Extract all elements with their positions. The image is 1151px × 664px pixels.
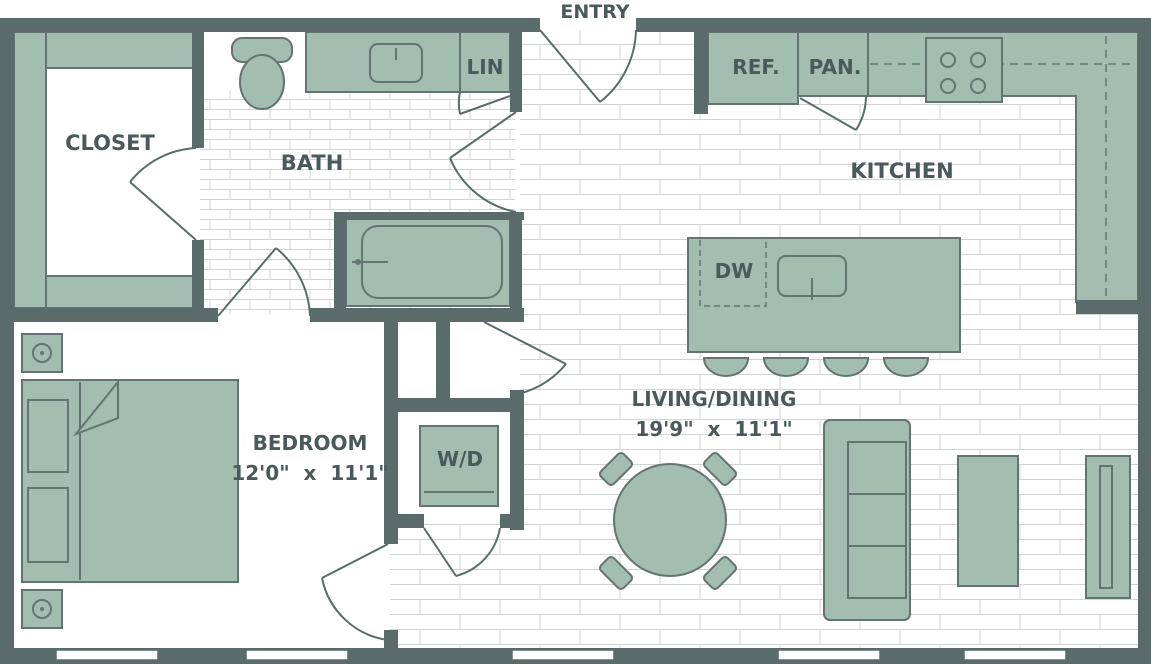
sofa-icon	[823, 419, 911, 621]
closet-label: CLOSET	[65, 131, 155, 155]
door-swing-icon	[129, 29, 867, 641]
outlet-icon	[21, 333, 63, 629]
closet-shelving	[13, 31, 195, 309]
dishwasher-label: DW	[715, 259, 754, 283]
refrigerator-label: REF.	[732, 55, 779, 79]
coffee-table	[957, 455, 1019, 587]
sink-icon	[369, 43, 423, 83]
linen-label: LIN	[467, 55, 504, 79]
living-dining-size: 19'9" x 11'1"	[635, 417, 792, 441]
bar-stool-icon	[702, 357, 930, 377]
refrigerator: REF.	[707, 31, 799, 105]
washer-dryer: W/D	[419, 425, 499, 507]
window-icon	[55, 649, 1067, 661]
kitchen-label: KITCHEN	[850, 159, 953, 183]
bath-label: BATH	[281, 151, 344, 175]
living-dining-label: LIVING/DINING	[632, 387, 797, 411]
bedroom-size: 12'0" x 11'1"	[231, 461, 388, 485]
bed-icon	[21, 379, 239, 583]
dining-table-icon	[598, 451, 738, 591]
tv-icon	[1085, 455, 1131, 599]
bedroom-label: BEDROOM	[253, 431, 368, 455]
stove-icon	[925, 37, 1003, 103]
bathtub-icon	[345, 217, 511, 307]
entry-label: ENTRY	[560, 1, 629, 23]
washer-dryer-label: W/D	[437, 447, 483, 471]
kitchen-island: DW	[687, 237, 961, 353]
walls	[0, 18, 1151, 664]
linen-closet: LIN	[459, 31, 511, 93]
pantry-label: PAN.	[809, 55, 862, 79]
toilet-icon	[231, 37, 293, 110]
pantry: PAN.	[797, 31, 869, 97]
